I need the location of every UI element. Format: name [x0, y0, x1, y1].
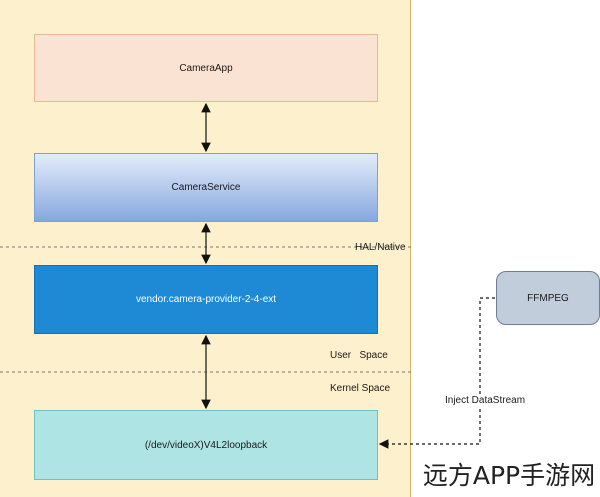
loopback-label: (/dev/videoX)V4L2loopback [144, 439, 268, 451]
ffmpeg-label: FFMPEG [527, 292, 569, 304]
inject-datastream-arrow [378, 297, 495, 449]
kernel-space-label: Kernel Space [330, 383, 391, 394]
inject-datastream-label: Inject DataStream [443, 395, 528, 406]
camera-app-label: CameraApp [179, 62, 233, 74]
ffmpeg-node: FFMPEG [496, 271, 600, 325]
watermark: 远方APP手游网 [418, 451, 600, 497]
loopback-node: (/dev/videoX)V4L2loopback [34, 410, 378, 480]
hal-layer-label: HAL/Native [355, 242, 406, 253]
camera-app-node: CameraApp [34, 34, 378, 102]
camera-service-node: CameraService [34, 153, 378, 222]
vendor-provider-node: vendor.camera-provider-2-4-ext [34, 265, 378, 334]
camera-service-label: CameraService [171, 182, 241, 193]
user-space-label: User Space [330, 350, 388, 361]
vendor-provider-label: vendor.camera-provider-2-4-ext [135, 294, 277, 305]
